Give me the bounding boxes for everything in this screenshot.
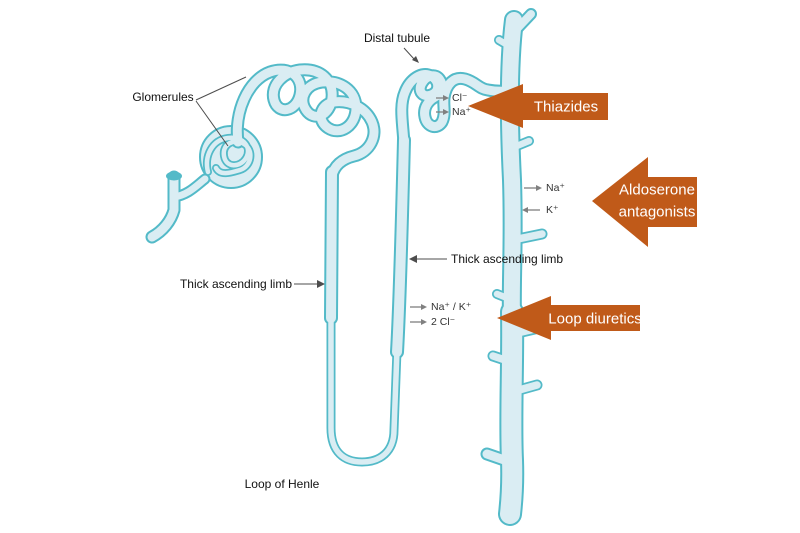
- duct-k-label: K⁺: [546, 204, 559, 216]
- collecting-duct-lower-fill: [510, 312, 512, 514]
- limb-na-k-label: Na⁺ / K⁺: [431, 301, 471, 313]
- loop-of-henle-label: Loop of Henle: [245, 477, 320, 491]
- distal-cl-label: Cl⁻: [452, 92, 467, 104]
- loop-diuretics-arrow: [497, 296, 640, 340]
- ion-arrow-right-icon: [443, 109, 449, 115]
- distal-tubule-pointer-line: [403, 47, 415, 60]
- thin-loop-outline: [331, 314, 397, 462]
- glomerules-pointer-line: [195, 76, 247, 101]
- arteriole-cap: [166, 171, 182, 181]
- loop-diuretics-arrow-label: Loop diuretics: [548, 311, 641, 328]
- ion-arrow-left-icon: [522, 207, 528, 213]
- thiazides-arrow: [468, 84, 608, 128]
- thick-ascending-limb-right-pointer-arrow-icon: [409, 255, 417, 263]
- thick-ascending-limb-left-pointer-arrow-icon: [317, 280, 325, 288]
- ion-arrow-right-icon: [536, 185, 542, 191]
- collecting-duct-upper-fill: [510, 20, 514, 320]
- distal-tubule-label: Distal tubule: [364, 31, 430, 45]
- distal-tubule-pointer-arrow-icon: [412, 56, 419, 63]
- thick-ascending-limb-right-label: Thick ascending limb: [451, 252, 563, 266]
- aldosterone-arrow-label-line2: antagonists: [619, 204, 696, 221]
- aldosterone-arrow-label-line1: Aldoserone: [619, 182, 695, 199]
- ion-arrow-right-icon: [443, 95, 449, 101]
- duct-na-label: Na⁺: [546, 182, 565, 194]
- descending-limb-fill: [331, 172, 332, 318]
- limb-2cl-label: 2 Cl⁻: [431, 316, 455, 328]
- ion-arrow-right-icon: [421, 304, 427, 310]
- glomerules-pointer-line: [195, 100, 229, 147]
- distal-na-label: Na⁺: [452, 106, 471, 118]
- thin-loop-fill: [331, 314, 397, 462]
- glomerules-label: Glomerules: [132, 90, 193, 104]
- aldosterone-antagonists-arrow: [592, 157, 697, 247]
- ion-arrow-right-icon: [421, 319, 427, 325]
- thiazides-arrow-label: Thiazides: [534, 99, 598, 116]
- thick-ascending-limb-left-label: Thick ascending limb: [180, 277, 292, 291]
